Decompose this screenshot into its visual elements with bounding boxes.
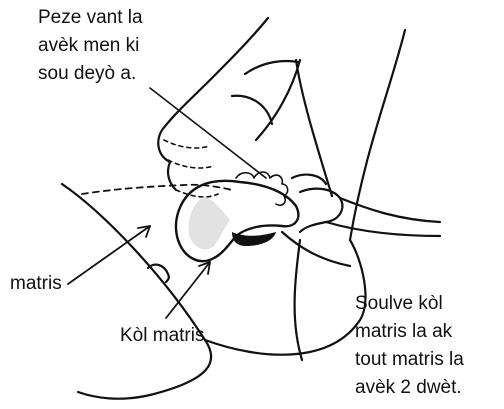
label-press-abdomen: Peze vant la avèk men ki sou deyò a. xyxy=(38,4,143,88)
label-line: matris la ak xyxy=(355,318,464,346)
adnexa-squiggle xyxy=(236,172,288,205)
uterus-shading xyxy=(189,196,230,249)
label-line: Soulve kòl xyxy=(355,290,464,318)
abdominal-wall-dashed xyxy=(82,185,232,194)
label-line: tout matris la xyxy=(355,346,464,374)
arrow-uterus xyxy=(68,226,150,284)
arrow-cervix xyxy=(166,262,210,318)
upper-hand-fingers-dashed xyxy=(164,140,218,197)
label-uterus: matris xyxy=(10,270,62,298)
label-line: sou deyò a. xyxy=(38,60,143,88)
label-line: avèk men ki xyxy=(38,32,143,60)
label-line: Peze vant la xyxy=(38,4,143,32)
label-line: avèk 2 dwèt. xyxy=(355,374,464,402)
label-cervix: Kòl matris xyxy=(120,322,204,350)
leader-top xyxy=(150,88,266,178)
label-lift-cervix: Soulve kòl matris la ak tout matris la a… xyxy=(355,290,464,402)
